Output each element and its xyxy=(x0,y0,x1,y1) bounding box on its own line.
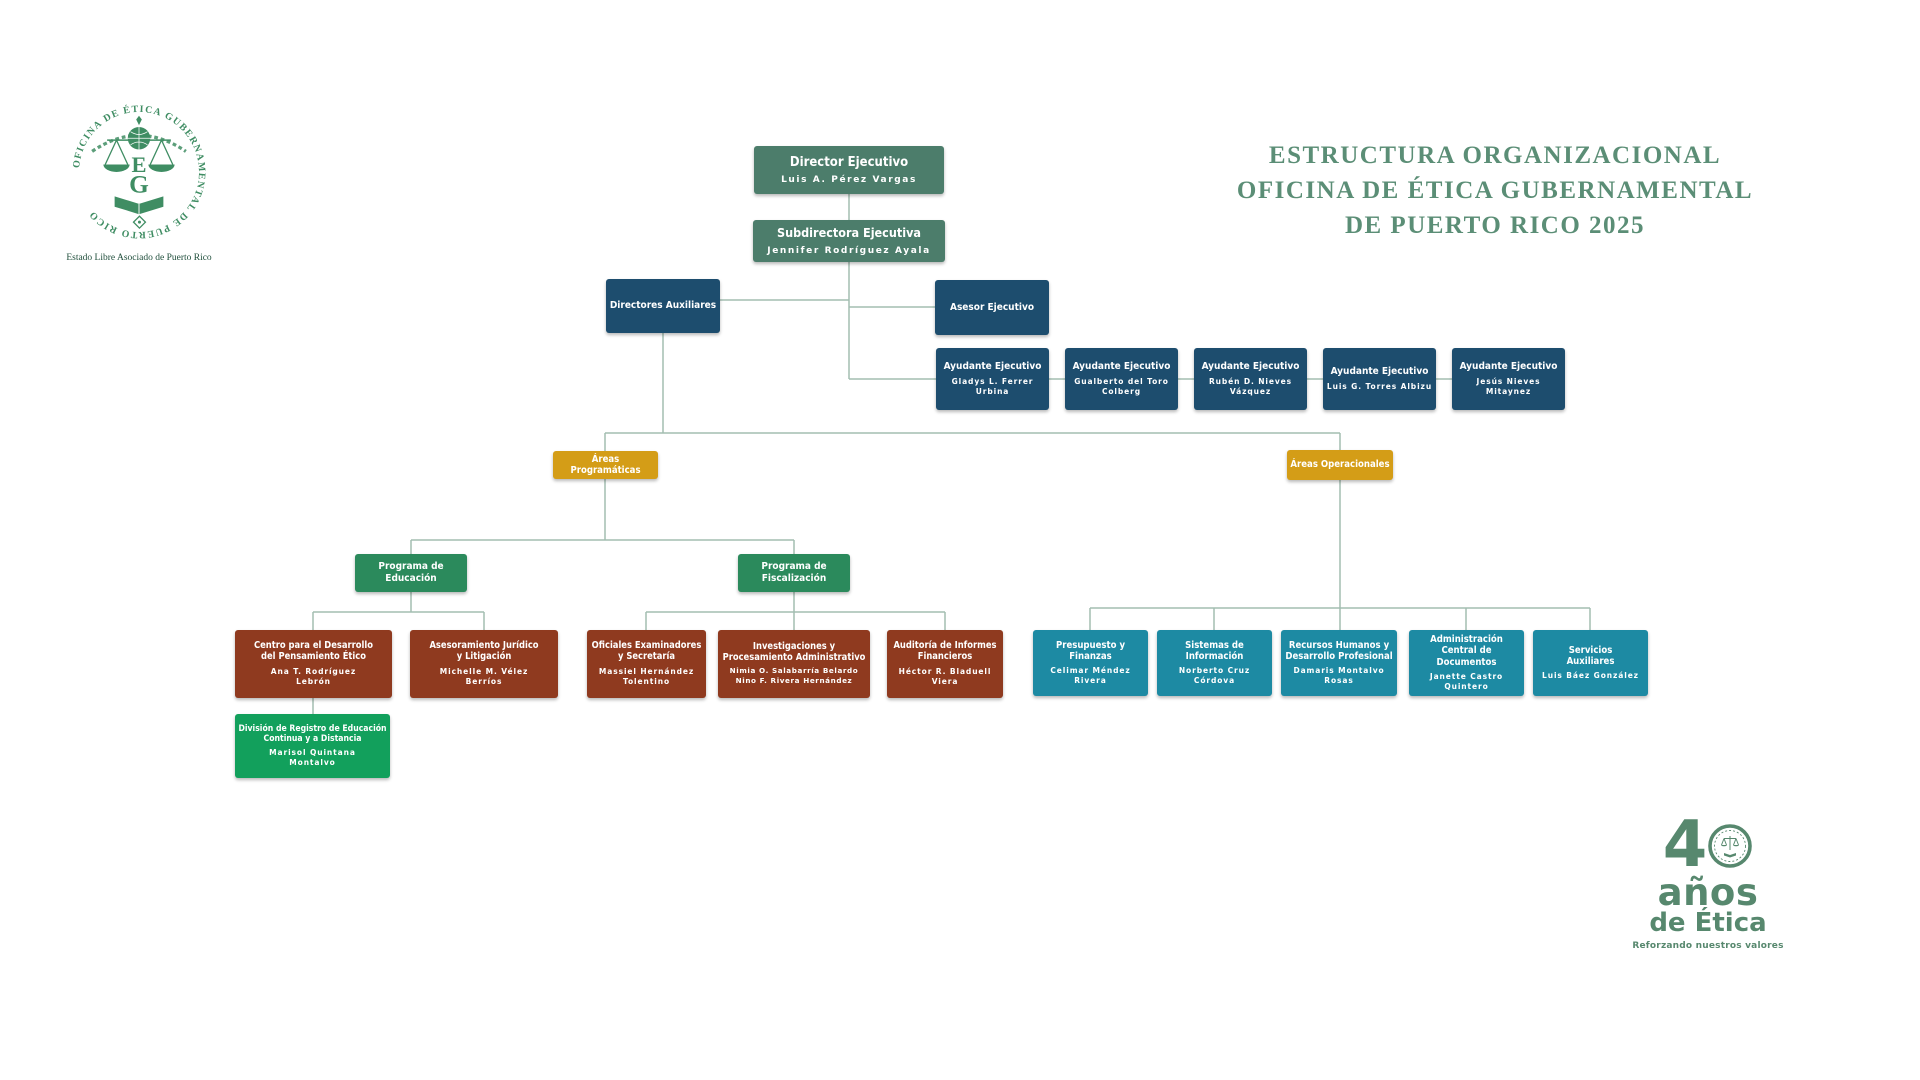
node-title: Recursos Humanos y Desarrollo Profesiona… xyxy=(1285,639,1393,662)
node-person: Gualberto del Toro Colberg xyxy=(1074,376,1169,396)
org-node-division-registro: División de Registro de Educación Contin… xyxy=(235,714,390,778)
node-person: Nimia O. Salabarría Belardo xyxy=(729,666,859,676)
org-node-ayudante-3: Ayudante Ejecutivo Rubén D. Nieves Vázqu… xyxy=(1194,348,1307,410)
org-node-sistemas-informacion: Sistemas de Información Norberto Cruz Có… xyxy=(1157,630,1272,696)
node-person: Norberto Cruz Córdova xyxy=(1178,666,1251,686)
page-title: ESTRUCTURA ORGANIZACIONAL OFICINA DE ÉTI… xyxy=(1195,138,1795,243)
node-title: Ayudante Ejecutivo xyxy=(1072,361,1171,373)
org-node-ayudante-5: Ayudante Ejecutivo Jesús Nieves Mitaynez xyxy=(1452,348,1565,410)
org-node-ayudante-1: Ayudante Ejecutivo Gladys L. Ferrer Urbi… xyxy=(936,348,1049,410)
node-person: Ana T. Rodríguez Lebrón xyxy=(270,666,357,686)
node-title: Investigaciones y Procesamiento Administ… xyxy=(722,640,866,663)
anniversary-seal-icon xyxy=(1708,824,1753,868)
node-person: Luis Báez González xyxy=(1542,671,1639,681)
anniversary-tagline: Reforzando nuestros valores xyxy=(1632,941,1784,951)
node-person: Luis A. Pérez Vargas xyxy=(781,175,917,186)
node-person: Janette Castro Quintero xyxy=(1429,671,1504,691)
org-node-ayudante-4: Ayudante Ejecutivo Luis G. Torres Albizu xyxy=(1323,348,1436,410)
anniversary-number-row: 4 xyxy=(1626,808,1790,882)
org-node-areas-programaticas: Áreas Programáticas xyxy=(553,451,658,479)
page-title-line1: ESTRUCTURA ORGANIZACIONAL xyxy=(1268,142,1722,169)
seal-monogram-g: G xyxy=(129,171,149,199)
org-node-subdirectora-ejecutiva: Subdirectora Ejecutiva Jennifer Rodrígue… xyxy=(753,220,945,262)
node-title: Ayudante Ejecutivo xyxy=(1201,361,1300,373)
node-person: Jennifer Rodríguez Ayala xyxy=(767,245,931,256)
node-title: Centro para el Desarrollo del Pensamient… xyxy=(253,640,374,662)
org-node-asesoramiento-juridico: Asesoramiento Jurídico y Litigación Mich… xyxy=(410,630,558,698)
node-title: Áreas Operacionales xyxy=(1290,459,1390,471)
node-person: Damaris Montalvo Rosas xyxy=(1293,666,1385,686)
org-node-oficiales-examinadores: Oficiales Examinadores y Secretaría Mass… xyxy=(587,630,706,698)
node-title: Asesoramiento Jurídico y Litigación xyxy=(429,640,539,662)
node-title: Asesor Ejecutivo xyxy=(949,301,1035,313)
node-person: Celimar Méndez Rivera xyxy=(1050,666,1131,686)
node-title: División de Registro de Educación Contin… xyxy=(238,723,387,744)
anniversary-number: 4 xyxy=(1662,808,1708,882)
anniversary-logo: 4 años de Ética Reforzando nuestros valo… xyxy=(1626,808,1790,951)
org-node-recursos-humanos: Recursos Humanos y Desarrollo Profesiona… xyxy=(1281,630,1397,696)
node-title: Servicios Auxiliares xyxy=(1566,644,1615,667)
node-title: Ayudante Ejecutivo xyxy=(943,361,1042,373)
org-node-programa-educacion: Programa de Educación xyxy=(355,554,467,592)
node-person: Rubén D. Nieves Vázquez xyxy=(1208,376,1293,396)
node-title: Subdirectora Ejecutiva xyxy=(776,225,922,241)
org-node-auditoria-informes: Auditoría de Informes Financieros Héctor… xyxy=(887,630,1003,698)
node-person: Michelle M. Vélez Berríos xyxy=(439,666,529,686)
node-title: Ayudante Ejecutivo xyxy=(1459,361,1558,373)
node-title: Áreas Programáticas xyxy=(570,453,641,476)
node-title: Programa de Educación xyxy=(378,561,444,584)
node-person: Luis G. Torres Albizu xyxy=(1326,381,1433,391)
node-person: Marisol Quintana Montalvo xyxy=(269,748,356,768)
node-person: Massiel Hernández Tolentino xyxy=(598,666,695,686)
seal-monogram-e: E xyxy=(131,152,146,177)
anniversary-ethics-label: de Ética xyxy=(1649,908,1767,938)
org-node-servicios-auxiliares: Servicios Auxiliares Luis Báez González xyxy=(1533,630,1648,696)
org-node-investigaciones: Investigaciones y Procesamiento Administ… xyxy=(718,630,870,698)
node-person: Jesús Nieves Mitaynez xyxy=(1476,376,1541,396)
org-node-ayudante-2: Ayudante Ejecutivo Gualberto del Toro Co… xyxy=(1065,348,1178,410)
node-person: Héctor R. Bladuell Viera xyxy=(898,666,992,686)
org-node-asesor-ejecutivo: Asesor Ejecutivo xyxy=(935,280,1049,335)
org-node-directores-auxiliares: Directores Auxiliares xyxy=(606,279,720,333)
node-person-2: Nino F. Rivera Hernández xyxy=(735,676,853,686)
node-title: Ayudante Ejecutivo xyxy=(1330,366,1429,378)
org-node-programa-fiscalizacion: Programa de Fiscalización xyxy=(738,554,850,592)
node-person: Gladys L. Ferrer Urbina xyxy=(951,376,1034,396)
agency-seal-icon: OFICINA DE ÉTICA GUBERNAMENTAL DE PUERTO… xyxy=(71,103,206,240)
org-node-administracion-documentos: Administración Central de Documentos Jan… xyxy=(1409,630,1524,696)
org-node-director-ejecutivo: Director Ejecutivo Luis A. Pérez Vargas xyxy=(754,146,944,194)
node-title: Administración Central de Documentos xyxy=(1430,634,1503,668)
org-node-centro-pensamiento-etico: Centro para el Desarrollo del Pensamient… xyxy=(235,630,392,698)
node-title: Oficiales Examinadores y Secretaría xyxy=(591,640,702,662)
page-title-line2: OFICINA DE ÉTICA GUBERNAMENTAL xyxy=(1236,177,1754,204)
seal-artwork xyxy=(91,115,187,230)
org-node-areas-operacionales: Áreas Operacionales xyxy=(1287,450,1393,480)
page-title-line3: DE PUERTO RICO 2025 xyxy=(1344,212,1646,239)
org-node-presupuesto-finanzas: Presupuesto y Finanzas Celimar Méndez Ri… xyxy=(1033,630,1148,696)
node-title: Director Ejecutivo xyxy=(789,154,909,170)
node-title: Sistemas de Información xyxy=(1185,639,1244,662)
node-title: Programa de Fiscalización xyxy=(761,561,827,584)
seal-caption: Estado Libre Asociado de Puerto Rico xyxy=(66,253,212,263)
node-title: Auditoría de Informes Financieros xyxy=(893,640,997,662)
node-title: Presupuesto y Finanzas xyxy=(1055,639,1126,662)
anniversary-years-label: años xyxy=(1657,871,1759,914)
node-title: Directores Auxiliares xyxy=(609,300,717,312)
